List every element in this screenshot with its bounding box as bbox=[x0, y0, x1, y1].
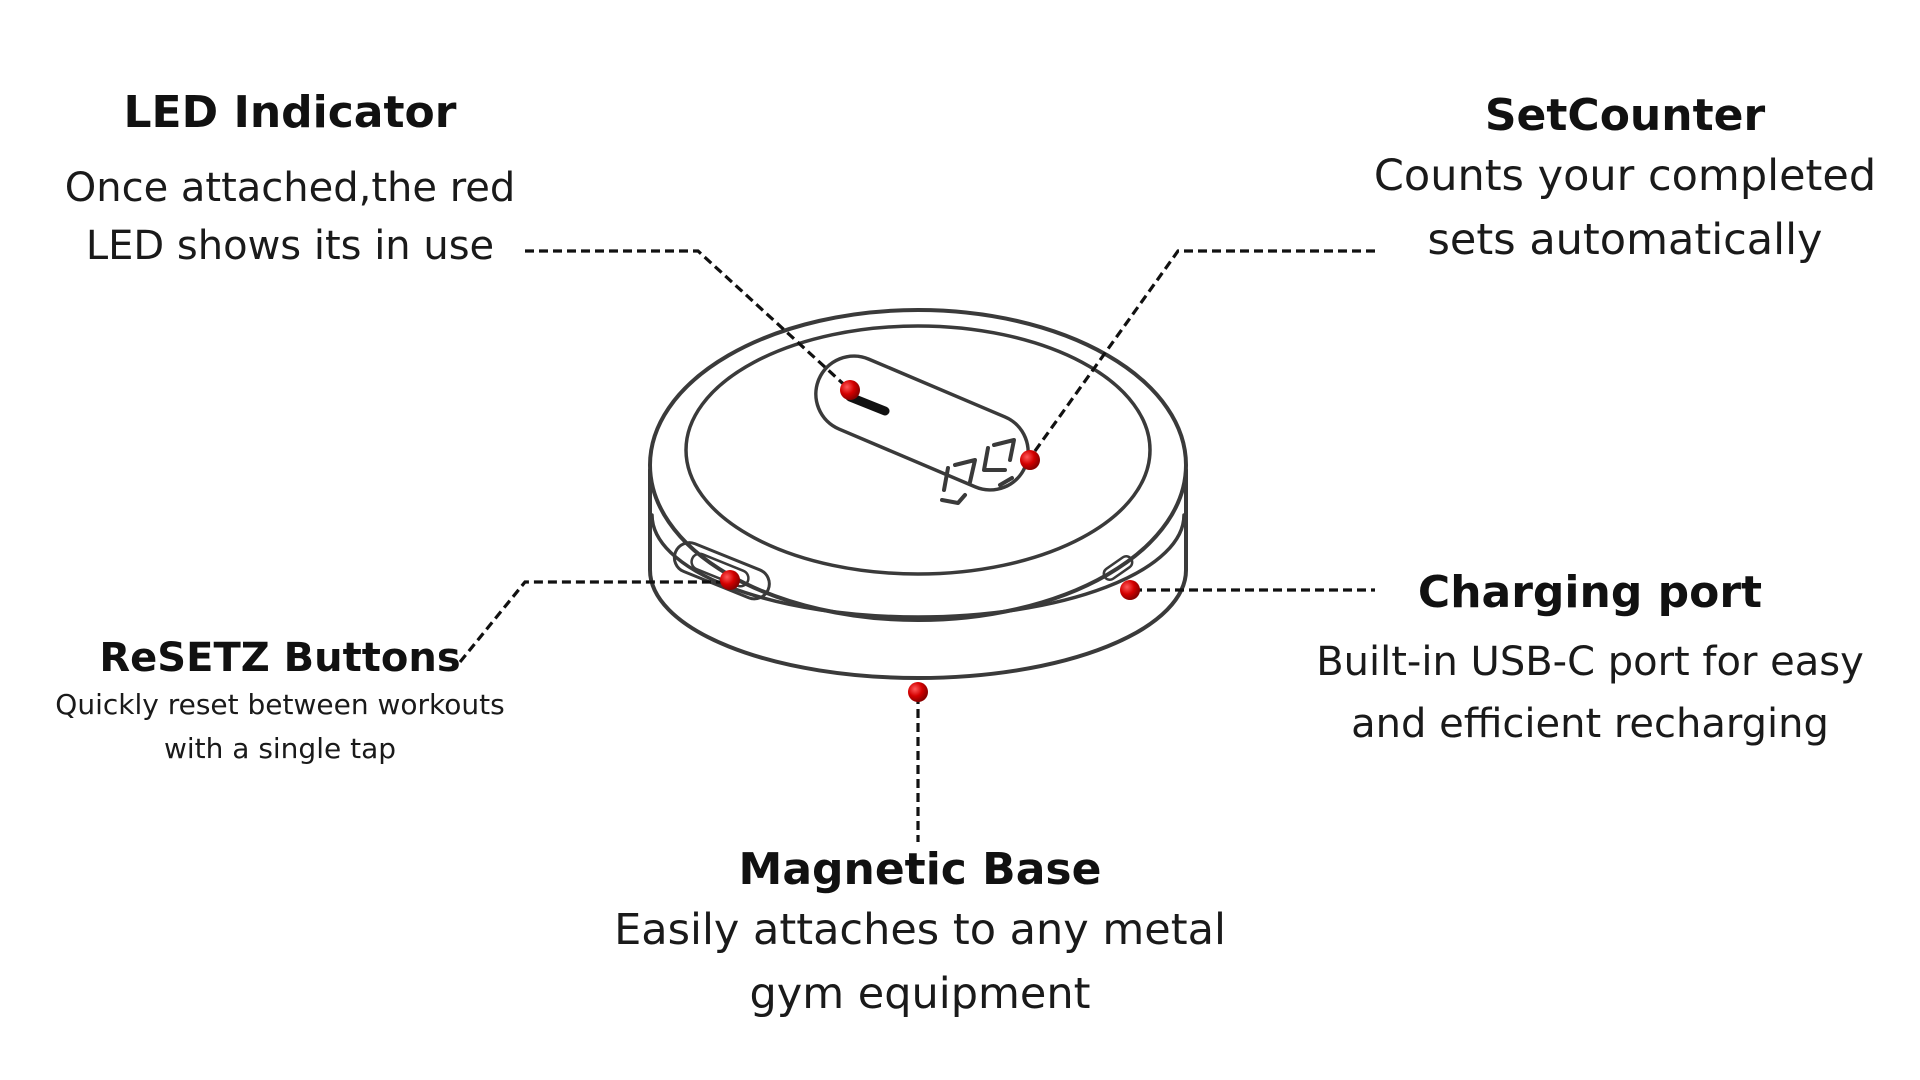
charging-port-title: Charging port bbox=[1417, 567, 1763, 618]
leader-led bbox=[525, 249, 852, 392]
magnetic-base-line-1: Easily attaches to any metal bbox=[614, 905, 1226, 955]
marker-resetz bbox=[720, 570, 740, 590]
callout-charging-port: Charging port Built-in USB-C port for ea… bbox=[1270, 565, 1910, 755]
callout-resetz-buttons: ReSETZ Buttons Quickly reset between wor… bbox=[15, 633, 545, 771]
setcounter-description: Counts your completed sets automatically bbox=[1345, 144, 1905, 272]
led-slot bbox=[845, 392, 890, 416]
magnetic-base-title: Magnetic Base bbox=[738, 844, 1102, 895]
charging-port-line-1: Built-in USB-C port for easy bbox=[1316, 639, 1864, 685]
leader-setcounter bbox=[1028, 249, 1375, 459]
seven-segment-digits bbox=[940, 438, 1016, 505]
resetz-buttons-description: Quickly reset between workouts with a si… bbox=[15, 683, 545, 771]
charging-port-outline bbox=[1102, 555, 1134, 581]
device-top-rim bbox=[648, 308, 1188, 622]
charging-port-line-2: and efficient recharging bbox=[1351, 701, 1829, 747]
resetz-buttons-line-2: with a single tap bbox=[163, 732, 397, 765]
display-window bbox=[814, 354, 1030, 492]
led-indicator-line-2: LED shows its in use bbox=[85, 223, 495, 269]
markers bbox=[720, 380, 1140, 702]
setcounter-line-2: sets automatically bbox=[1427, 215, 1823, 265]
magnetic-base-line-2: gym equipment bbox=[749, 969, 1091, 1019]
resetz-buttons-line-1: Quickly reset between workouts bbox=[55, 688, 505, 721]
leader-resetz bbox=[458, 580, 728, 664]
device-base-outline bbox=[648, 468, 1188, 680]
device-illustration bbox=[648, 308, 1188, 680]
device-top-face bbox=[684, 324, 1152, 576]
led-indicator-description: Once attached,the red LED shows its in u… bbox=[40, 159, 540, 275]
marker-charging bbox=[1120, 580, 1140, 600]
leader-lines bbox=[458, 249, 1375, 842]
setcounter-title: SetCounter bbox=[1484, 90, 1766, 141]
charging-port-description: Built-in USB-C port for easy and efficie… bbox=[1270, 631, 1910, 755]
led-indicator-title: LED Indicator bbox=[123, 87, 457, 138]
marker-setcounter bbox=[1020, 450, 1040, 470]
setcounter-line-1: Counts your completed bbox=[1373, 151, 1877, 201]
reset-button-outline bbox=[672, 541, 771, 601]
device-mid-seam bbox=[650, 513, 1186, 619]
marker-led bbox=[840, 380, 860, 400]
magnetic-base-description: Easily attaches to any metal gym equipme… bbox=[570, 898, 1270, 1026]
marker-magnetic bbox=[908, 682, 928, 702]
led-indicator-line-1: Once attached,the red bbox=[64, 165, 516, 211]
callout-setcounter: SetCounter Counts your completed sets au… bbox=[1345, 88, 1905, 272]
resetz-buttons-title: ReSETZ Buttons bbox=[99, 635, 461, 681]
callout-magnetic-base: Magnetic Base Easily attaches to any met… bbox=[570, 842, 1270, 1026]
callout-led-indicator: LED Indicator Once attached,the red LED … bbox=[40, 85, 540, 275]
